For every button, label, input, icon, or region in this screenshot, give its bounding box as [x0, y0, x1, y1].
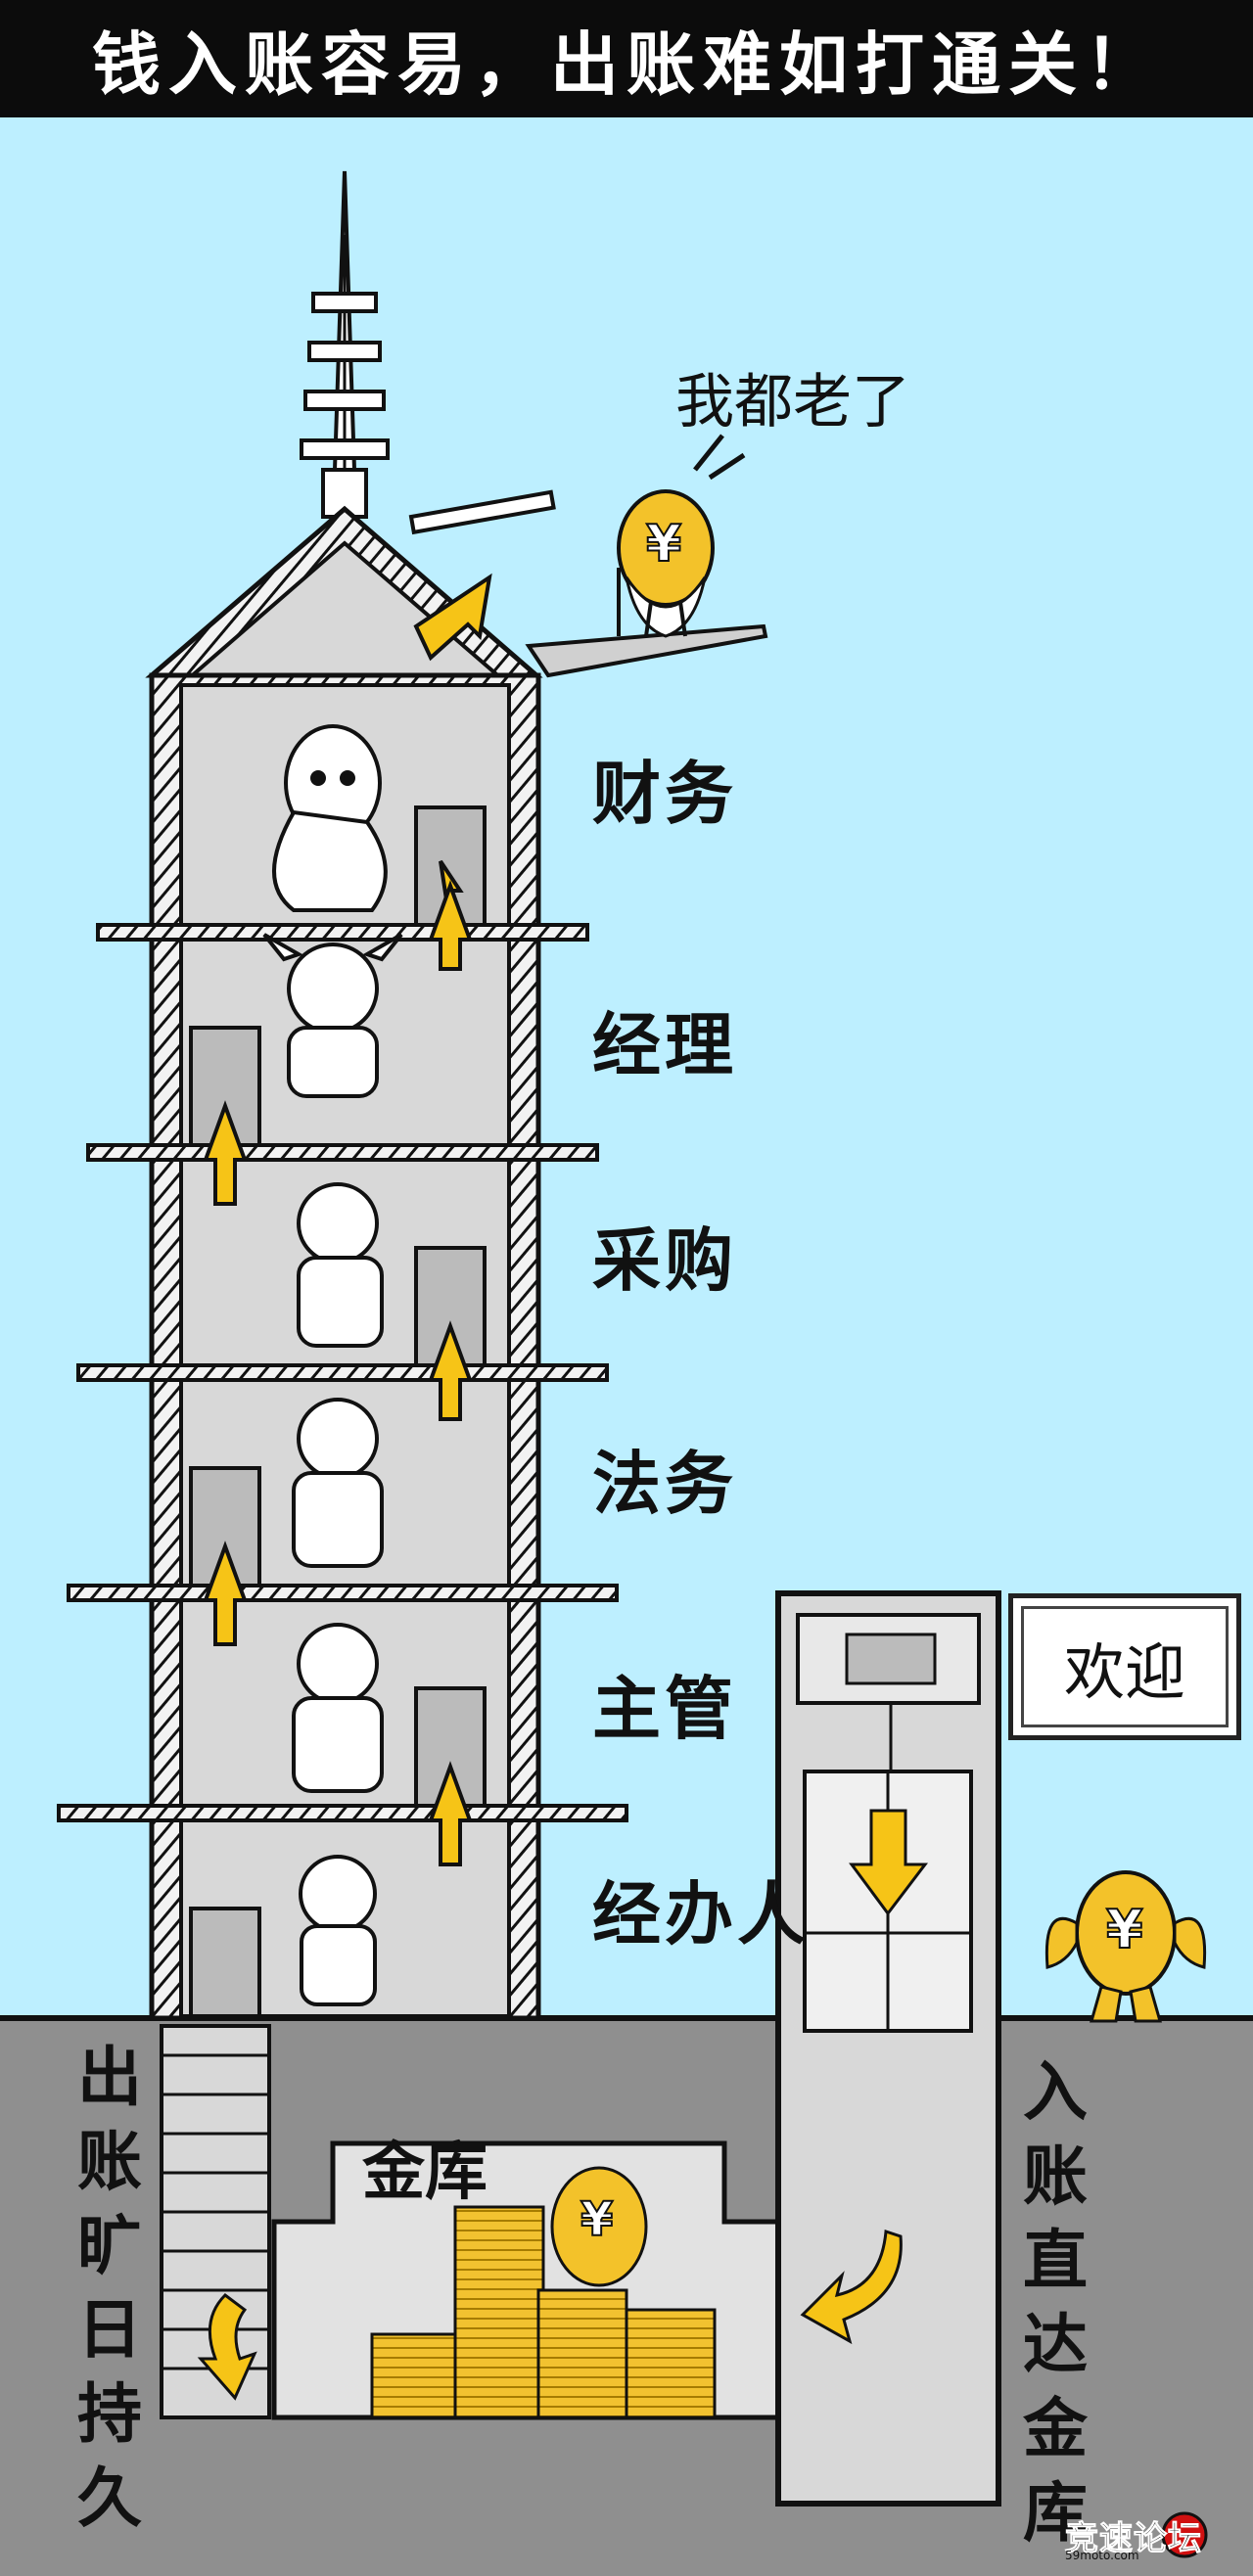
speech-lines	[693, 434, 746, 481]
horned-boss-icon	[262, 933, 403, 1098]
strong-coin-yen-icon: ¥	[1105, 1898, 1144, 1961]
vault-coin-icon	[550, 2166, 648, 2287]
speech-bubble: 我都老了	[675, 368, 910, 437]
entry-side-label: 入账直达金库	[1023, 2054, 1088, 2551]
logo-mascot-icon	[1161, 2511, 1208, 2558]
floor-label-supervisor: 主管	[592, 1669, 737, 1749]
old-coin-character	[617, 489, 715, 638]
floor-label-finance: 财务	[592, 754, 737, 834]
horned-boss-icon	[292, 1398, 384, 1568]
forum-logo: 竞速论坛 59moto.com	[1065, 2506, 1243, 2568]
tower-spire	[300, 170, 390, 519]
vault-label: 金库	[362, 2137, 487, 2209]
exit-side-label: 出账旷日持久	[77, 2040, 142, 2536]
floor-bosses	[262, 724, 403, 2006]
ghost-boss-icon	[272, 724, 388, 912]
entry-elevator	[775, 1590, 1001, 2507]
horned-boss-icon	[299, 1855, 377, 2006]
floor-label-legal: 法务	[592, 1444, 737, 1524]
title-banner: 钱入账容易，出账难如打通关！	[0, 0, 1253, 117]
welcome-sign: 欢迎	[1008, 1593, 1241, 1740]
logo-name: 竞速论坛	[1065, 2519, 1202, 2559]
old-coin-yen-icon: ¥	[645, 514, 682, 575]
horned-boss-icon	[297, 1182, 384, 1348]
vault-coin-yen-icon: ¥	[580, 2191, 614, 2248]
welcome-sign-text: 欢迎	[1063, 1636, 1185, 1708]
gold-pile	[370, 2166, 717, 2419]
floor-label-purchasing: 采购	[592, 1220, 737, 1301]
up-arrows	[203, 573, 492, 1866]
down-arrow-icon	[849, 1809, 929, 1916]
logo-site: 59moto.com	[1065, 2549, 1139, 2562]
floor-label-handler: 经办人	[592, 1874, 810, 1955]
strong-coin-character	[1044, 1870, 1207, 2023]
horned-boss-icon	[292, 1623, 384, 1793]
comic-title: 钱入账容易，出账难如打通关！	[92, 23, 1161, 105]
floor-label-manager: 经理	[592, 1005, 737, 1085]
staircases	[189, 805, 487, 2018]
elevator-motor-icon	[845, 1633, 937, 1685]
